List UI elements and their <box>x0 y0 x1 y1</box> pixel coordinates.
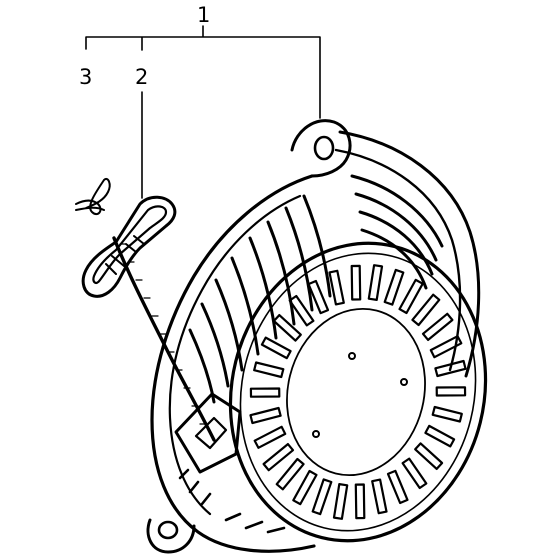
vent-slots <box>249 264 467 520</box>
vent-slot <box>253 361 285 379</box>
starter-grip <box>81 195 177 298</box>
upper-fins <box>188 174 444 404</box>
top-mounting-ear <box>290 119 352 178</box>
housing-front-edge <box>168 194 302 516</box>
vent-slot <box>249 387 281 398</box>
bottom-mount-hole <box>157 520 179 540</box>
vent-slot <box>275 457 305 491</box>
vent-slot <box>435 386 467 397</box>
callout-label-2: 2 <box>135 65 148 89</box>
housing-back-rim <box>338 130 481 378</box>
vent-slot <box>383 268 405 306</box>
bottom-mounting-ear <box>146 518 196 554</box>
vent-slot <box>332 483 349 520</box>
vent-slot <box>253 425 287 449</box>
cover-plate-center-disc <box>286 307 426 477</box>
rope-loose-end <box>75 178 111 216</box>
vent-slot <box>354 483 366 520</box>
housing-front-outline <box>150 174 316 553</box>
vent-slot <box>307 279 330 315</box>
callout-group: 1 3 2 <box>79 3 321 199</box>
callout-label-1: 1 <box>197 3 210 27</box>
center-rivet-top <box>348 352 356 360</box>
lower-fins <box>178 468 286 534</box>
vent-slot <box>431 405 463 423</box>
vent-slot <box>328 269 345 306</box>
vent-slot <box>311 478 333 516</box>
vent-slot <box>424 424 456 448</box>
center-rivet-bottom <box>312 430 320 438</box>
vent-slot <box>262 443 295 472</box>
vent-slot <box>350 264 362 301</box>
center-rivet-right <box>400 378 408 386</box>
callout-label-3: 3 <box>79 65 92 89</box>
recoil-starter-housing <box>146 119 481 554</box>
vent-slot <box>249 406 282 425</box>
vent-slot <box>386 469 409 505</box>
vent-slot <box>401 457 428 490</box>
vent-slot <box>272 314 302 342</box>
vent-slot <box>260 336 292 360</box>
rope-guide-boss <box>174 392 242 474</box>
vent-slot <box>367 264 384 301</box>
vent-slot <box>288 294 315 327</box>
cover-plate-rim <box>239 252 477 532</box>
top-mount-hole <box>313 135 335 161</box>
vent-slot <box>398 278 424 315</box>
rope-guide-eyelet <box>194 416 228 450</box>
vent-slot <box>371 478 388 515</box>
vent-slot <box>421 312 454 341</box>
rope-strand-detail <box>119 243 207 425</box>
vent-slot <box>411 293 441 327</box>
grip-outline <box>81 195 177 298</box>
vent-slot <box>414 442 444 470</box>
vent-slot <box>434 359 467 378</box>
grip-ridges <box>105 235 145 275</box>
vent-slot <box>429 335 463 359</box>
leader-line-1 <box>85 25 321 119</box>
cover-plate-outer <box>228 241 488 543</box>
housing-rim-inner <box>334 148 462 372</box>
starter-cover-plate <box>228 241 488 543</box>
vent-slot <box>292 469 318 506</box>
